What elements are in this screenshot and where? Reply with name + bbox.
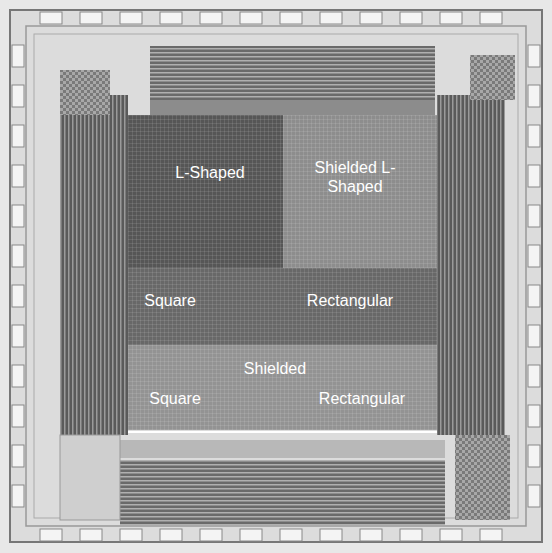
bond-pad [320,12,342,24]
logic-block [455,435,510,520]
region-label: Shielded L-Shaped [295,158,415,196]
bond-pad [528,325,540,347]
bond-pad [528,125,540,147]
bond-pad [440,529,462,541]
column-circuit [150,46,435,101]
bond-pad [40,529,62,541]
memory-array: Shielded L-Shaped [283,115,437,268]
bond-pad [528,405,540,427]
bond-pad [528,245,540,267]
bond-pad [528,485,540,507]
bond-pad [240,12,262,24]
bond-pad [528,205,540,227]
bond-pad [12,445,24,467]
bond-pad [280,529,302,541]
bond-pad [12,125,24,147]
bond-pad [200,529,222,541]
bond-pad [80,12,102,24]
bond-pad [12,365,24,387]
bond-pad [528,445,540,467]
bond-pad [200,12,222,24]
output-circuit [120,460,445,525]
region-label: Shielded [244,359,306,378]
memory-array: Square Rectangular [128,268,437,345]
bond-pad [360,529,382,541]
bond-pad [12,285,24,307]
bond-pad [280,12,302,24]
bond-pad [400,12,422,24]
bond-pad [480,529,502,541]
bond-pad [12,325,24,347]
memory-array: ShieldedSquare Rectangular [128,345,437,430]
bond-pad [528,85,540,107]
bond-pad [528,45,540,67]
bond-pad [12,245,24,267]
die-outline [10,10,542,542]
bond-pad [12,405,24,427]
logic-block [470,55,515,100]
power-ring [26,26,526,526]
bond-pad [400,529,422,541]
region-label: Rectangular [307,291,393,310]
bond-pad [12,205,24,227]
wire [128,431,437,433]
bond-pad [120,12,142,24]
row-decoder [437,95,505,435]
bond-pad [480,12,502,24]
region-label: Rectangular [319,389,405,408]
pad-ring [12,12,540,541]
column-circuit [150,100,435,115]
bond-pad [12,485,24,507]
logic-block [60,70,110,115]
region-label: L-Shaped [175,163,244,182]
bond-pad [80,529,102,541]
bond-pad [528,285,540,307]
bond-pad [528,365,540,387]
sense-amp [120,440,445,458]
bond-pad [160,529,182,541]
region-label: Square [144,291,196,310]
bond-pad [440,12,462,24]
row-decoder [60,95,128,435]
bond-pad [12,85,24,107]
memory-array: L-Shaped [128,115,283,268]
bond-pad [120,529,142,541]
bond-pad [528,165,540,187]
bond-pad [12,45,24,67]
bond-pad [320,529,342,541]
bond-pad [160,12,182,24]
bond-pad [12,165,24,187]
bond-pad [40,12,62,24]
region-label: Square [149,389,201,408]
logic-block [60,435,120,520]
bond-pad [240,529,262,541]
bond-pad [360,12,382,24]
